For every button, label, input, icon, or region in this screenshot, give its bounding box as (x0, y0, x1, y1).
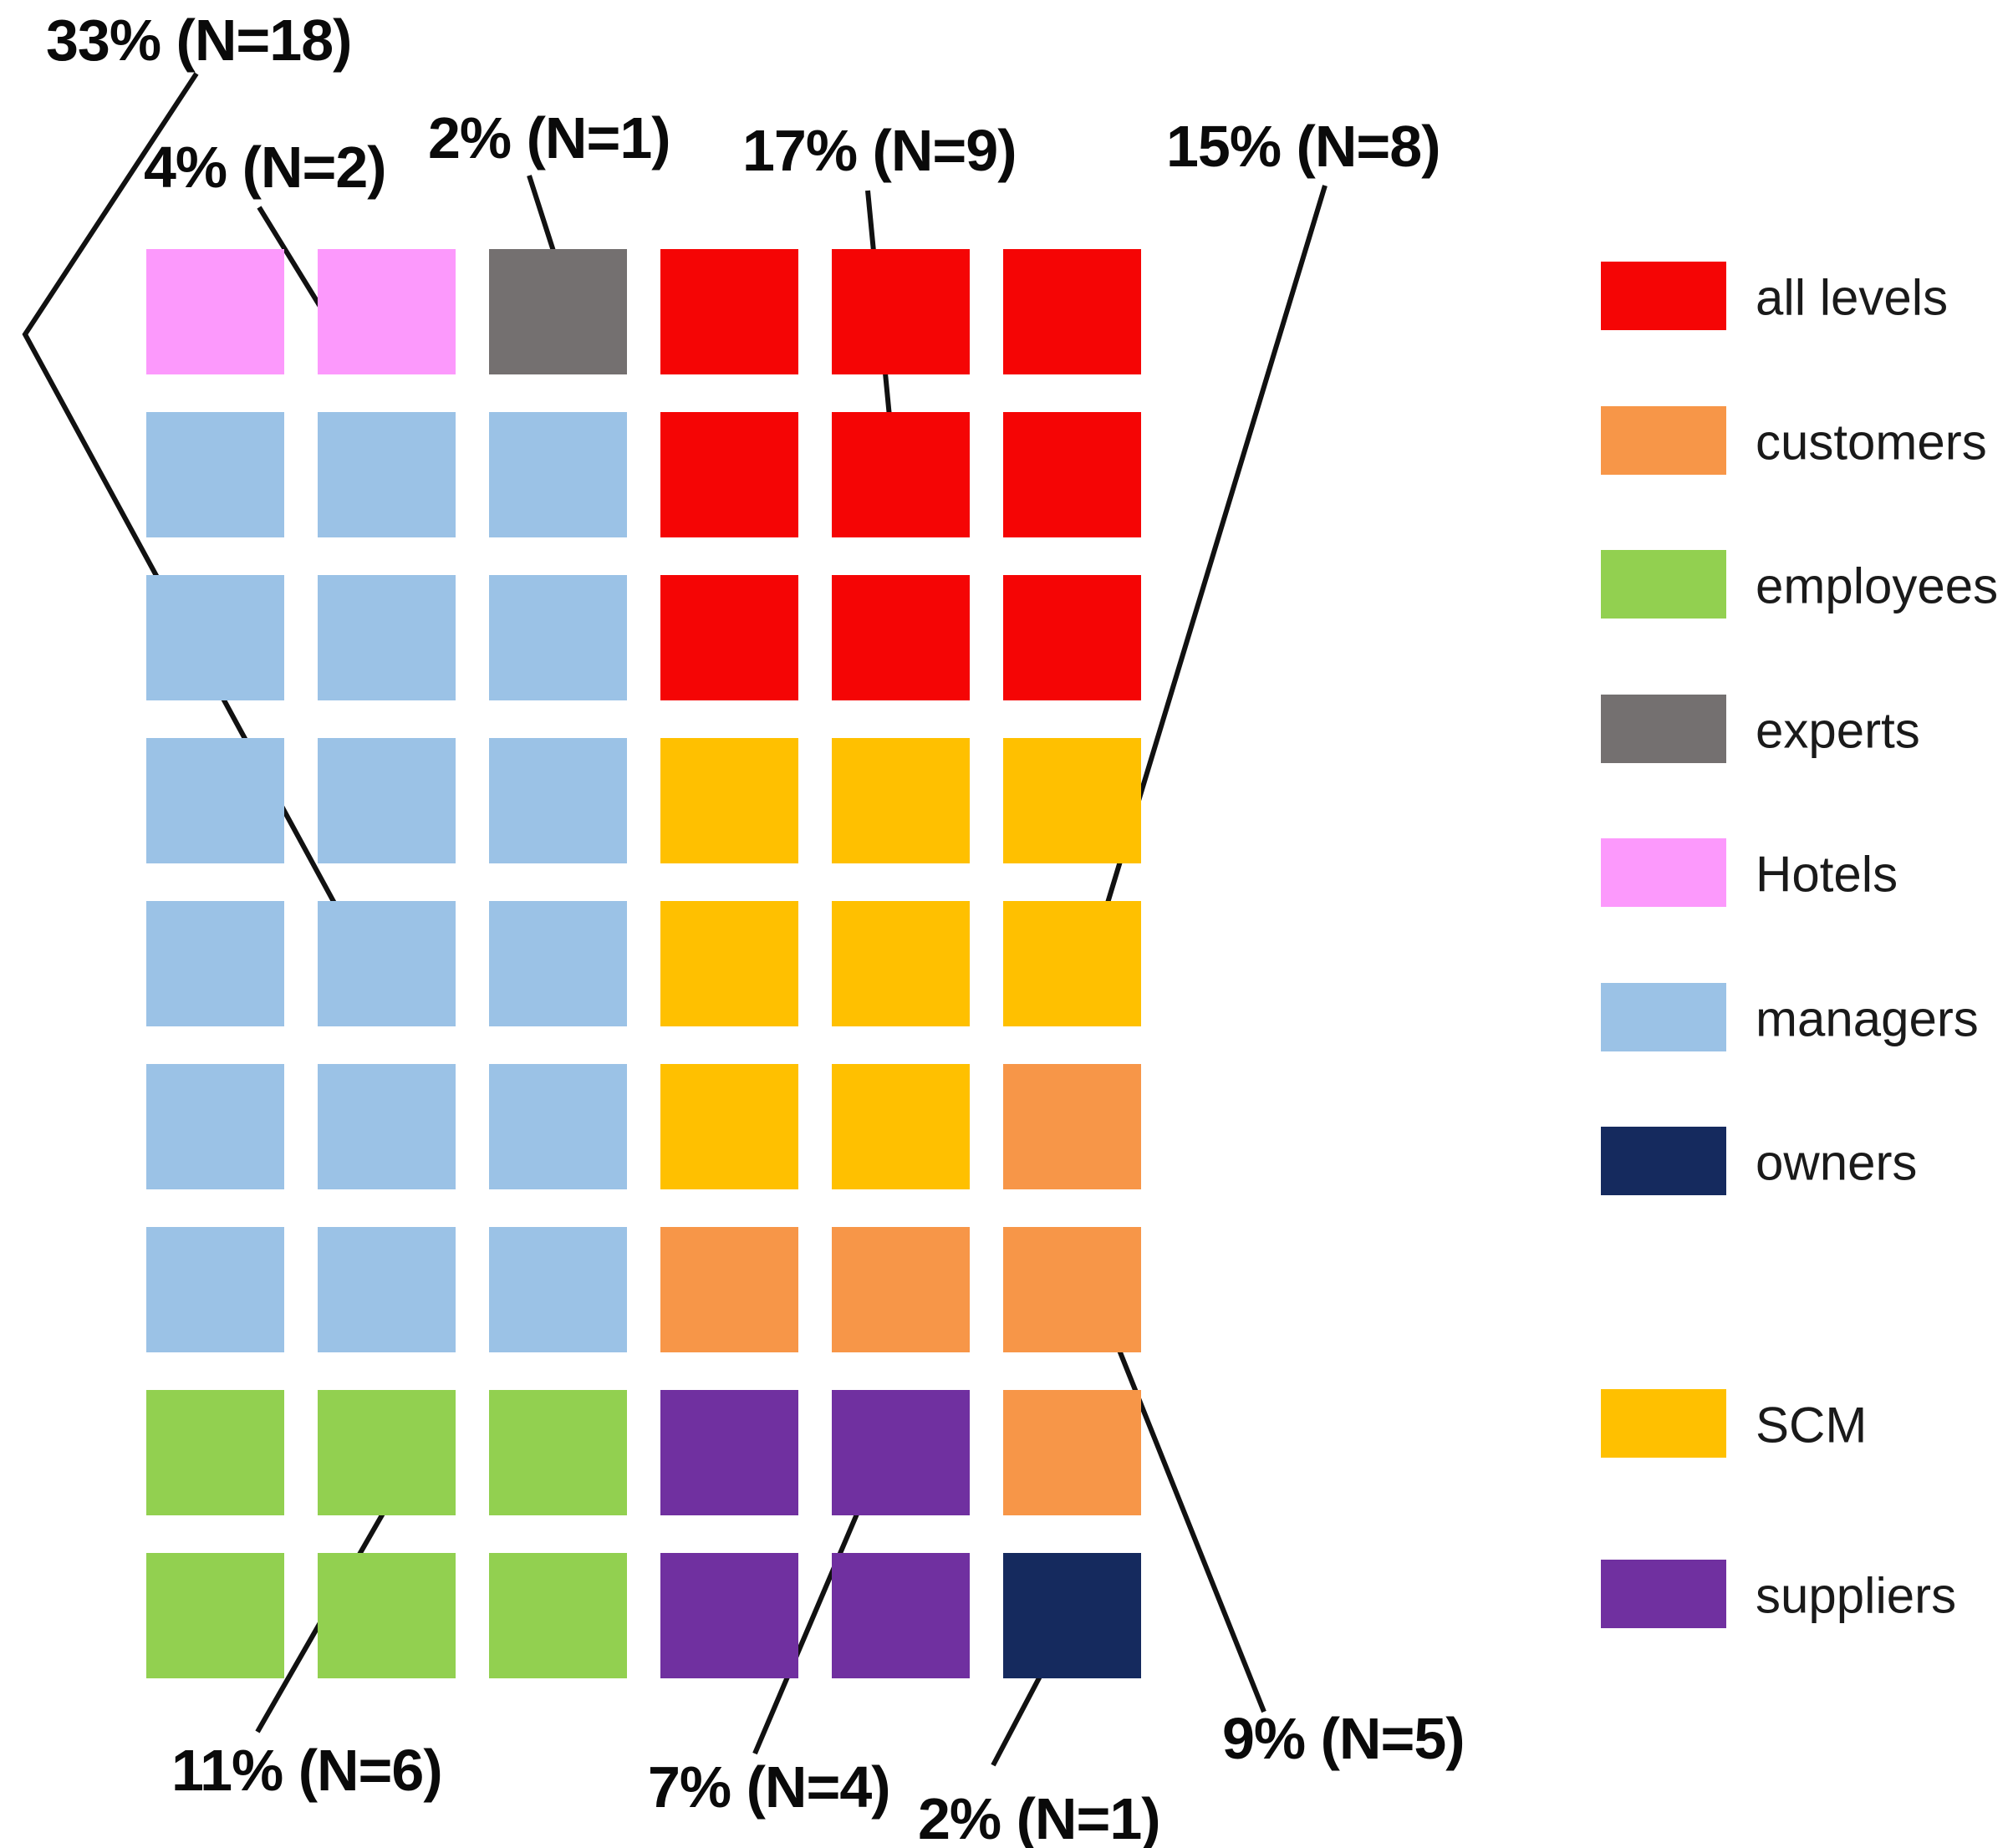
waffle-cell-managers-r5c3 (489, 901, 627, 1026)
waffle-cell-scm-r6c4 (660, 1064, 798, 1189)
waffle-cell-experts-r1c3 (489, 249, 627, 374)
waffle-cell-customers-r7c4 (660, 1227, 798, 1352)
waffle-cell-managers-r3c1 (146, 575, 284, 700)
callout-label-all-levels: 17% (N=9) (742, 118, 1017, 183)
legend-label-experts: experts (1756, 702, 1920, 758)
legend-label-scm: SCM (1756, 1397, 1868, 1453)
waffle-cell-hotels-r1c1 (146, 249, 284, 374)
waffle-cell-managers-r6c1 (146, 1064, 284, 1189)
callout-line-suppliers (752, 1493, 868, 1755)
legend-label-managers: managers (1756, 990, 1979, 1046)
waffle-cell-customers-r7c6 (1003, 1227, 1141, 1352)
waffle-cell-customers-r6c6 (1003, 1064, 1141, 1189)
legend-label-customers: customers (1756, 414, 1987, 470)
waffle-cell-scm-r6c5 (832, 1064, 970, 1189)
waffle-cell-managers-r7c1 (146, 1227, 284, 1352)
legend-item-employees: employees (1601, 550, 2013, 621)
waffle-cell-managers-r3c3 (489, 575, 627, 700)
legend-swatch-scm (1601, 1389, 1726, 1458)
callout-line-hotels (257, 206, 324, 311)
waffle-cell-managers-r5c2 (318, 901, 456, 1026)
legend-item-all-levels: all levels (1601, 262, 2013, 333)
waffle-cell-all_levels-r2c4 (660, 412, 798, 537)
legend-item-managers: managers (1601, 983, 2013, 1054)
waffle-cell-all_levels-r1c4 (660, 249, 798, 374)
legend-swatch-customers (1601, 406, 1726, 475)
callout-label-experts: 2% (N=1) (428, 105, 671, 171)
waffle-cell-employees-r8c3 (489, 1390, 627, 1515)
waffle-cell-employees-r9c3 (489, 1553, 627, 1678)
legend-item-customers: customers (1601, 406, 2013, 477)
waffle-cell-scm-r5c6 (1003, 901, 1141, 1026)
waffle-cell-suppliers-r9c4 (660, 1553, 798, 1678)
legend-item-suppliers: suppliers (1601, 1560, 2013, 1631)
callout-label-scm: 15% (N=8) (1166, 114, 1441, 179)
waffle-cell-managers-r3c2 (318, 575, 456, 700)
waffle-cell-managers-r2c2 (318, 412, 456, 537)
callout-label-employees: 11% (N=6) (171, 1738, 443, 1803)
waffle-cell-employees-r9c1 (146, 1553, 284, 1678)
waffle-cell-managers-r6c2 (318, 1064, 456, 1189)
waffle-cell-employees-r9c2 (318, 1553, 456, 1678)
legend-label-employees: employees (1756, 557, 1999, 613)
waffle-cell-hotels-r1c2 (318, 249, 456, 374)
legend-swatch-all-levels (1601, 262, 1726, 330)
waffle-cell-all_levels-r1c5 (832, 249, 970, 374)
waffle-cell-all_levels-r2c5 (832, 412, 970, 537)
waffle-cell-scm-r4c4 (660, 738, 798, 863)
callout-label-hotels: 4% (N=2) (144, 135, 387, 200)
waffle-cell-suppliers-r9c5 (832, 1553, 970, 1678)
legend-item-scm: SCM (1601, 1389, 2013, 1460)
legend-item-hotels: Hotels (1601, 838, 2013, 909)
legend-swatch-managers (1601, 983, 1726, 1051)
legend-swatch-suppliers (1601, 1560, 1726, 1628)
callout-label-suppliers: 7% (N=4) (648, 1754, 891, 1820)
callout-line-scm (1103, 185, 1328, 912)
legend-item-owners: owners (1601, 1127, 2013, 1198)
waffle-cell-suppliers-r8c4 (660, 1390, 798, 1515)
waffle-cell-all_levels-r2c6 (1003, 412, 1141, 537)
waffle-cell-scm-r4c6 (1003, 738, 1141, 863)
waffle-cell-all_levels-r3c6 (1003, 575, 1141, 700)
waffle-cell-managers-r4c2 (318, 738, 456, 863)
waffle-cell-managers-r7c3 (489, 1227, 627, 1352)
waffle-cell-all_levels-r1c6 (1003, 249, 1141, 374)
waffle-grid (146, 249, 1141, 1678)
waffle-cell-suppliers-r8c5 (832, 1390, 970, 1515)
waffle-cell-scm-r5c5 (832, 901, 970, 1026)
legend-swatch-owners (1601, 1127, 1726, 1195)
waffle-cell-employees-r8c1 (146, 1390, 284, 1515)
waffle-cell-managers-r4c1 (146, 738, 284, 863)
waffle-cell-employees-r8c2 (318, 1390, 456, 1515)
waffle-cell-managers-r5c1 (146, 901, 284, 1026)
legend-label-suppliers: suppliers (1756, 1567, 1957, 1623)
waffle-cell-managers-r4c3 (489, 738, 627, 863)
callout-label-managers: 33% (N=18) (46, 8, 352, 73)
legend-swatch-experts (1601, 695, 1726, 763)
legend-label-all-levels: all levels (1756, 269, 1949, 325)
waffle-cell-managers-r7c2 (318, 1227, 456, 1352)
waffle-cell-all_levels-r3c5 (832, 575, 970, 700)
legend-label-hotels: Hotels (1756, 846, 1898, 902)
legend-item-experts: experts (1601, 695, 2013, 766)
waffle-cell-scm-r4c5 (832, 738, 970, 863)
waffle-cell-customers-r8c6 (1003, 1390, 1141, 1515)
waffle-cell-scm-r5c4 (660, 901, 798, 1026)
waffle-cell-managers-r2c3 (489, 412, 627, 537)
waffle-cell-owners-r9c6 (1003, 1553, 1141, 1678)
legend-swatch-hotels (1601, 838, 1726, 907)
waffle-cell-managers-r2c1 (146, 412, 284, 537)
waffle-cell-customers-r7c5 (832, 1227, 970, 1352)
legend-label-owners: owners (1756, 1134, 1918, 1190)
waffle-cell-managers-r6c3 (489, 1064, 627, 1189)
callout-label-customers: 9% (N=5) (1222, 1706, 1465, 1771)
callout-label-owners: 2% (N=1) (918, 1786, 1161, 1848)
legend-swatch-employees (1601, 550, 1726, 619)
waffle-cell-all_levels-r3c4 (660, 575, 798, 700)
